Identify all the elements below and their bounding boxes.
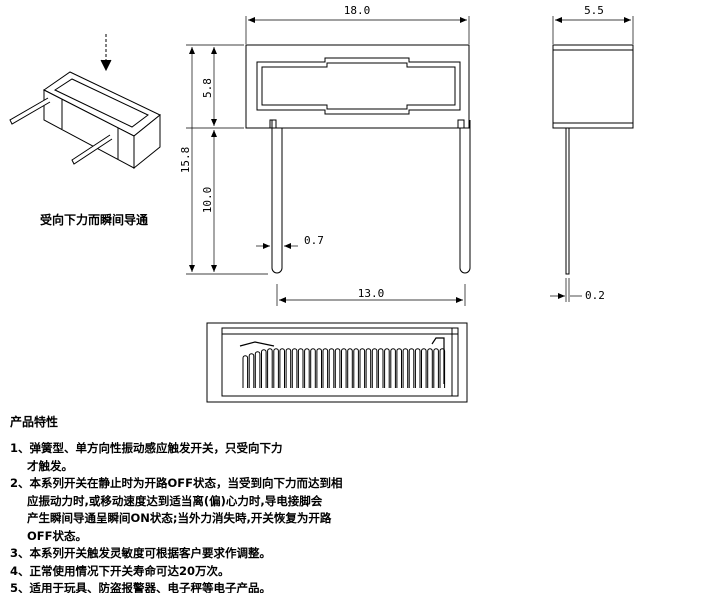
spring-loop xyxy=(414,348,421,388)
feature-number: 4、 xyxy=(10,563,30,578)
feature-text: 本系列开关触发灵敏度可根据客户要求作调整。 xyxy=(29,546,272,560)
front-view-dimensions xyxy=(186,16,470,306)
spring-loop xyxy=(273,348,279,388)
down-force-arrow-icon xyxy=(100,34,112,72)
spring-loop xyxy=(267,348,273,388)
feature-item-2: 2、本系列开关在静止时为开路OFF状态，当受到向下力而达到相 应振动力时,或移动… xyxy=(10,475,710,545)
spring-loop xyxy=(377,348,384,388)
spring-coil xyxy=(242,348,446,388)
spring-loop xyxy=(371,348,378,388)
dim-width: 5.5 xyxy=(584,4,604,17)
spring-loop xyxy=(353,348,359,388)
features-title: 产品特性 xyxy=(10,415,59,429)
feature-number: 2、 xyxy=(10,476,30,490)
feature-number: 3、 xyxy=(10,546,30,560)
side-view xyxy=(552,44,634,275)
feature-number: 1、 xyxy=(10,441,30,455)
spring-loop xyxy=(304,348,310,388)
dim-pin-length: 10.0 xyxy=(201,187,214,214)
feature-text: 适用于玩具、防盗报警器、电子秤等电子产品。 xyxy=(29,581,272,593)
spring-loop xyxy=(390,348,396,388)
spring-loop xyxy=(248,353,255,388)
spring-loop xyxy=(254,351,261,388)
feature-item-1: 1、弹簧型、单方向性振动感应触发开关，只受向下力 才触发。 xyxy=(10,440,710,475)
feature-text: 才触发。 xyxy=(27,458,73,473)
dim-body-height: 5.8 xyxy=(201,78,214,98)
dim-length: 18.0 xyxy=(344,4,371,17)
spring-loop xyxy=(279,348,285,388)
spring-loop xyxy=(310,348,316,388)
feature-text: 应振动力时,或移动速度达到适当离(偏)心力时,导电接脚会 xyxy=(27,493,323,508)
spring-loop xyxy=(433,348,439,388)
spring-loop xyxy=(384,348,390,388)
feature-text: 本系列开关在静止时为开路OFF状态，当受到向下力而达到相 xyxy=(29,476,343,490)
feature-text: OFF状态。 xyxy=(27,528,87,543)
spring-loop xyxy=(316,348,322,388)
spring-loop xyxy=(365,348,372,388)
isometric-view xyxy=(9,34,161,170)
feature-number: 5、 xyxy=(10,581,30,593)
dim-pin-pitch: 13.0 xyxy=(358,287,385,300)
spring-loop xyxy=(297,348,304,388)
spring-loop xyxy=(261,349,267,388)
features-section: 产品特性 1、弹簧型、单方向性振动感应触发开关，只受向下力 才触发。 2、本系列… xyxy=(10,413,710,593)
feature-text: 产生瞬间导通呈瞬间ON状态;当外力消失時,开关恢复为开路 xyxy=(27,511,332,525)
spring-loop xyxy=(359,348,366,388)
spring-loop xyxy=(285,348,292,388)
dim-pin-thickness: 0.2 xyxy=(585,289,605,302)
spring-loop xyxy=(347,348,353,388)
feature-item-3: 3、本系列开关触发灵敏度可根据客户要求作调整。 xyxy=(10,545,710,563)
spring-loop xyxy=(334,348,341,388)
spring-loop xyxy=(396,348,402,388)
spring-loop xyxy=(322,348,329,388)
spring-loop xyxy=(291,348,298,388)
spring-loop xyxy=(341,348,347,388)
dim-total-height: 15.8 xyxy=(179,147,192,174)
feature-text: 正常使用情况下开关寿命可达20万次。 xyxy=(29,563,230,578)
spring-loop xyxy=(439,348,446,388)
front-view-dimension-labels: 18.0 0.7 13.0 15.8 5.8 10.0 xyxy=(179,4,384,300)
section-view xyxy=(206,322,468,403)
dim-pin-diameter: 0.7 xyxy=(304,234,324,247)
feature-text: 弹簧型、单方向性振动感应触发开关，只受向下力 xyxy=(29,441,283,455)
spring-loop xyxy=(421,348,427,388)
spring-loop xyxy=(408,348,415,388)
feature-item-4: 4、正常使用情况下开关寿命可达20万次。 xyxy=(10,563,710,581)
front-view xyxy=(245,44,471,274)
spring-loop xyxy=(427,348,433,388)
spring-loop xyxy=(242,355,249,388)
spring-loop xyxy=(402,348,409,388)
side-view-dimensions xyxy=(550,16,634,302)
caption: 受向下力而瞬间导通 xyxy=(40,213,149,227)
feature-item-5: 5、适用于玩具、防盗报警器、电子秤等电子产品。 xyxy=(10,580,710,593)
spring-loop xyxy=(328,348,335,388)
